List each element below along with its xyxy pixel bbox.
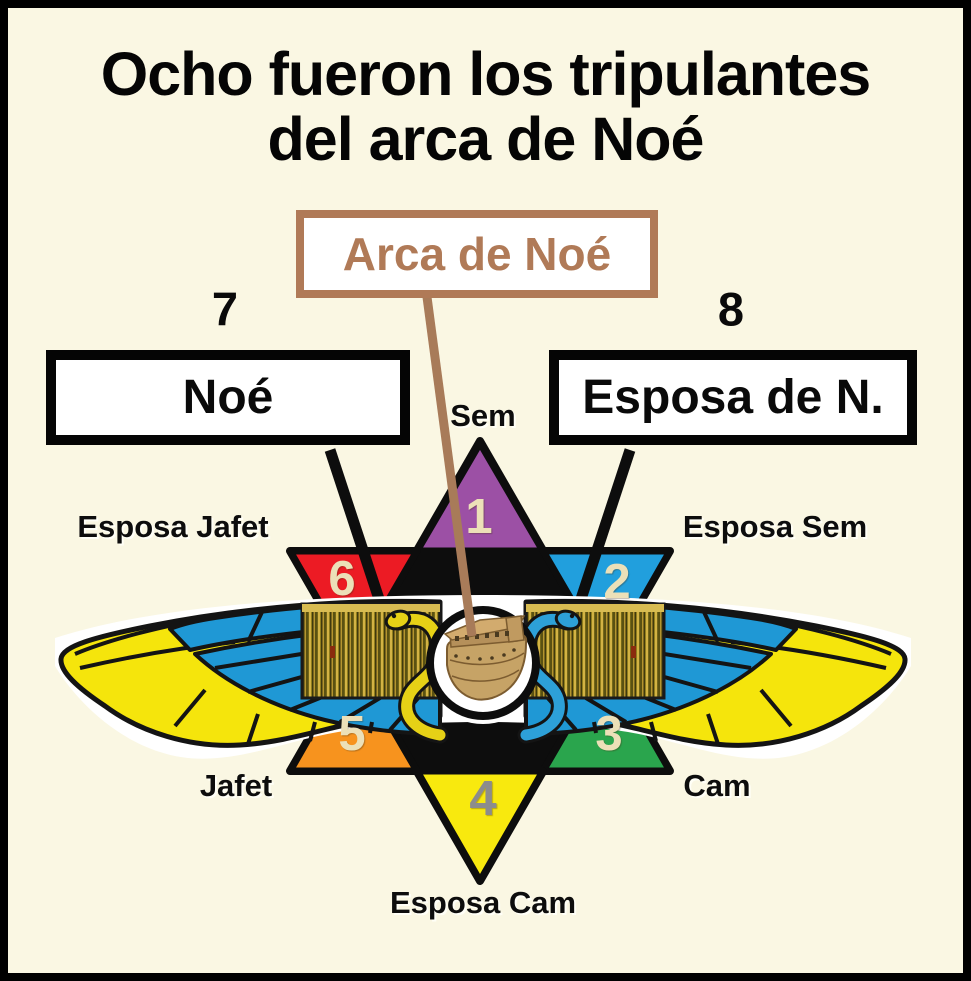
label-esposa-jafet: Esposa Jafet (77, 509, 269, 544)
noe-box: Noé (46, 350, 410, 445)
page-title-line1: Ocho fueron los tripulantes (100, 40, 871, 108)
esposa-de-noe-box: Esposa de N. (549, 350, 917, 445)
star-number-5: 5 (338, 707, 366, 761)
star-point-1 (413, 439, 547, 555)
star-number-1: 1 (465, 490, 493, 544)
arca-pointer-line (422, 296, 477, 637)
page-title-line2: del arca de Noé (267, 105, 705, 173)
label-cam: Cam (683, 768, 751, 803)
crew-count-7: 7 (211, 282, 239, 336)
label-esposa-cam: Esposa Cam (389, 885, 577, 920)
arca-de-noe-label: Arca de Noé (342, 228, 612, 280)
connector-lines (324, 448, 636, 604)
label-jafet: Jafet (199, 768, 273, 803)
winged-serpents-emblem (55, 595, 911, 759)
arca-de-noe-callout: Arca de Noé (296, 210, 658, 298)
star-number-6: 6 (328, 552, 356, 606)
star-number-2: 2 (603, 555, 631, 609)
star-number-3: 3 (595, 707, 623, 761)
label-sem: Sem (450, 398, 516, 433)
star-number-4: 4 (469, 772, 497, 826)
star-point-4 (413, 767, 547, 885)
noe-label: Noé (182, 371, 274, 424)
noahs-ark-icon (443, 615, 528, 701)
page-title: Ocho fueron los tripulantes del arca de … (0, 42, 971, 172)
label-esposa-sem: Esposa Sem (682, 509, 868, 544)
crew-count-8: 8 (717, 282, 745, 336)
esposa-de-noe-label: Esposa de N. (582, 371, 884, 424)
